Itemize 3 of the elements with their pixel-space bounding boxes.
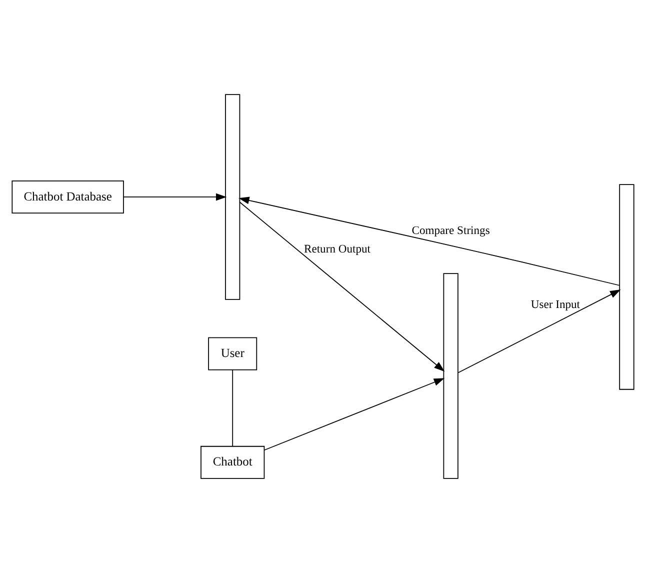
- edge-label: Return Output: [304, 242, 370, 256]
- edge-label: Compare Strings: [412, 224, 490, 237]
- edge-label: User Input: [530, 298, 580, 311]
